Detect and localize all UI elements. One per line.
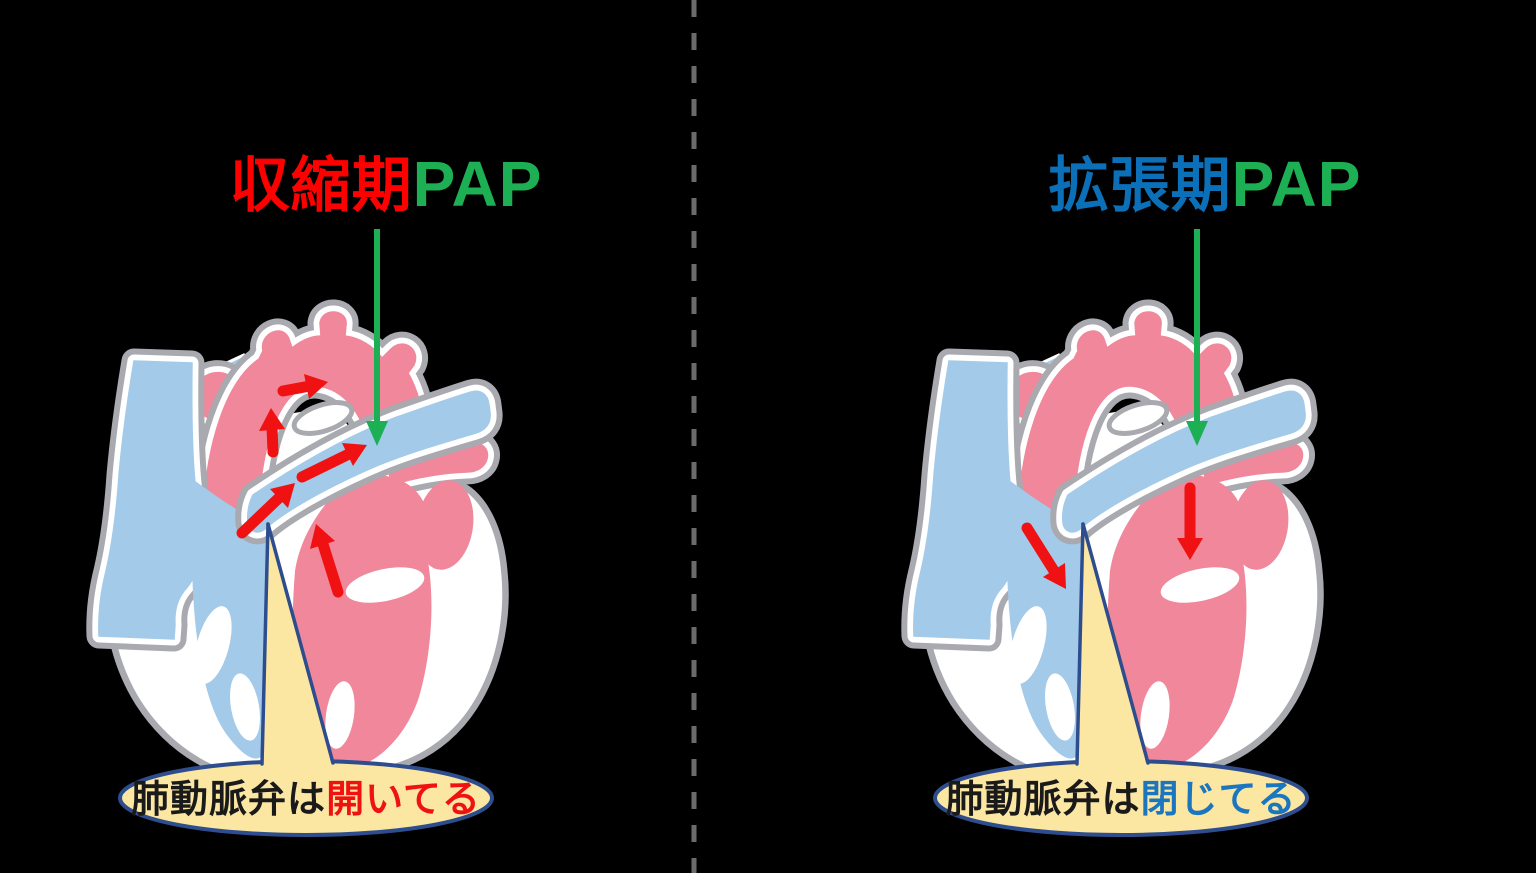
callout-prefix: 肺動脈弁は [131, 779, 326, 821]
flow-arrow-shaft [296, 447, 357, 483]
pap-arrow-head [1186, 421, 1208, 446]
title-pap: PAP [1232, 148, 1362, 220]
flow-arrow-heads [1043, 538, 1203, 589]
flow-arrow-head [1177, 538, 1203, 560]
callout-right: 肺動脈弁は閉じてる [933, 521, 1309, 837]
callout-tail [1076, 521, 1149, 774]
pap-pointer-arrow-right [1186, 229, 1208, 446]
callout-state: 開いてる [326, 779, 481, 821]
flow-arrow-head [304, 374, 328, 399]
flow-arrow-shaft [277, 380, 316, 397]
pap-arrow-head [366, 421, 388, 446]
callout-tail [261, 521, 334, 774]
flow-arrow-head [270, 483, 295, 508]
flow-arrow-shaft [266, 421, 279, 458]
callout-left: 肺動脈弁は開いてる [118, 521, 494, 837]
flow-arrow-heads [259, 374, 367, 549]
title-phase: 拡張期 [1049, 152, 1232, 219]
flow-arrow-shafts [1021, 482, 1196, 580]
flow-arrow-shaft [236, 489, 288, 539]
callout-tail-border [1081, 522, 1150, 765]
title-pap: PAP [413, 148, 543, 220]
flow-arrow-shafts [236, 380, 357, 598]
diastolic-flow-arrows [1021, 482, 1203, 589]
flow-arrow-head [310, 524, 335, 549]
callout-tail-border [260, 522, 270, 766]
callout-tail-border [1075, 522, 1085, 766]
callout-prefix: 肺動脈弁は [945, 779, 1140, 821]
callout-state: 閉じてる [1141, 779, 1297, 821]
callout-text-left: 肺動脈弁は開いてる [131, 779, 481, 821]
callout-text-right: 肺動脈弁は閉じてる [945, 779, 1296, 821]
title-phase: 収縮期 [230, 152, 413, 219]
flow-arrow-shaft [316, 535, 344, 598]
title-right: 拡張期PAP [1049, 148, 1362, 220]
flow-arrow-head [342, 443, 367, 466]
title-left: 収縮期PAP [230, 148, 543, 220]
right-panel: 肺動脈弁は閉じてる 拡張期PAP [914, 148, 1362, 837]
flow-arrow-head [259, 408, 285, 431]
systolic-flow-arrows [236, 374, 367, 598]
pap-pointer-arrow-left [366, 229, 388, 446]
callout-tail-border [266, 522, 335, 765]
flow-arrow-shaft [1021, 522, 1062, 580]
flow-arrow-head [1043, 563, 1066, 589]
left-panel: 肺動脈弁は開いてる 収縮期PAP [99, 148, 543, 837]
